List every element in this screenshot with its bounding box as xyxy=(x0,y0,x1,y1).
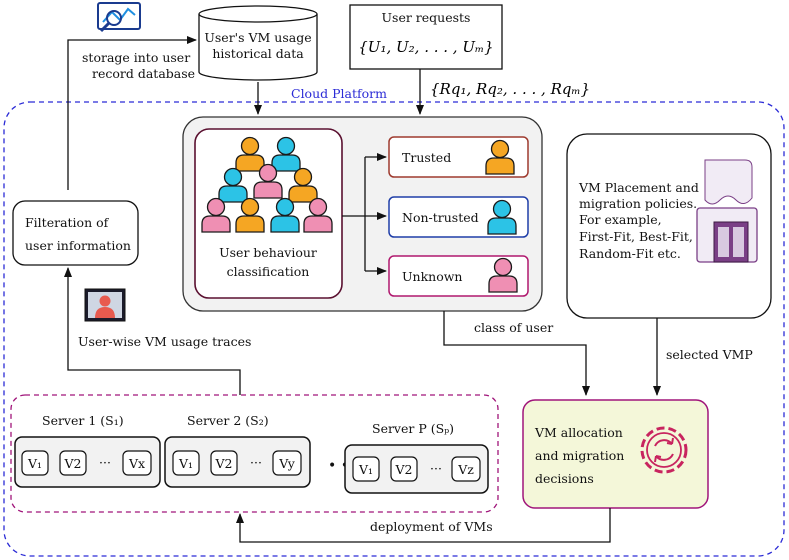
vmp-policies-line5: Random-Fit etc. xyxy=(579,246,681,261)
server-p-vm-1: V₁ xyxy=(358,462,373,477)
vm-allocation-line3: decisions xyxy=(535,471,594,486)
server-p: Server P (Sₚ) V₁ V2 ··· Vz xyxy=(344,421,489,494)
server-2-title: Server 2 (S₂) xyxy=(187,413,269,428)
cloud-platform-label: Cloud Platform xyxy=(291,86,387,101)
classification-label-line1: User behaviour xyxy=(219,245,317,260)
filteration-box xyxy=(12,200,139,266)
usage-traces-arrow xyxy=(64,267,241,395)
server-1-vm-dots: ··· xyxy=(99,455,111,470)
class-trusted-label: Trusted xyxy=(402,150,451,165)
class-non-trusted-label: Non-trusted xyxy=(402,210,479,225)
vmp-policies-line1: VM Placement and xyxy=(578,180,699,195)
usage-traces-label: User-wise VM usage traces xyxy=(78,334,251,349)
storage-arrow xyxy=(67,36,197,190)
server-2-vm-1: V₁ xyxy=(178,456,193,471)
server-group-boundary xyxy=(10,394,499,513)
server-2-vm-2: V2 xyxy=(215,456,233,471)
storage-label-line2: record database xyxy=(92,66,195,81)
server-1-vm-1: V₁ xyxy=(27,456,42,471)
historical-data-line1: User's VM usage xyxy=(204,30,311,45)
server-1: Server 1 (S₁) V₁ V2 ··· Vx xyxy=(14,413,161,488)
classification-label-line2: classification xyxy=(227,264,310,279)
request-set-label: {Rq₁, Rq₂, . . . , Rqₘ} xyxy=(430,80,590,98)
vm-allocation-line2: and migration xyxy=(535,448,624,463)
filteration-line2: user information xyxy=(25,238,131,253)
server-1-title: Server 1 (S₁) xyxy=(42,413,124,428)
server-p-title: Server P (Sₚ) xyxy=(372,421,454,436)
cloud-platform-boundary xyxy=(3,101,785,557)
class-of-user-label: class of user xyxy=(474,320,553,335)
deployment-label: deployment of VMs xyxy=(370,519,493,534)
gear-cycle-icon xyxy=(640,426,688,474)
filteration-line1: Filteration of xyxy=(25,215,110,230)
deployment-arrow xyxy=(236,508,611,543)
user-requests-title: User requests xyxy=(382,10,471,25)
server-p-vm-dots: ··· xyxy=(430,461,442,476)
class-unknown-label: Unknown xyxy=(402,269,463,284)
server-2-vm-last: Vy xyxy=(278,456,296,471)
vmp-policies-line2: migration policies. xyxy=(579,196,697,211)
server-2-vm-dots: ··· xyxy=(250,455,262,470)
selected-vmp-label: selected VMP xyxy=(666,347,753,362)
user-requests-box xyxy=(349,4,503,70)
analytics-monitor-icon xyxy=(97,2,141,33)
vmp-policies-line3: For example, xyxy=(579,212,662,227)
historical-data-database: User's VM usage historical data xyxy=(198,5,318,81)
server-1-vm-2: V2 xyxy=(64,456,82,471)
scroll-document-icon xyxy=(696,159,758,263)
vm-allocation-line1: VM allocation xyxy=(534,425,623,440)
server-2: Server 2 (S₂) V₁ V2 ··· Vy xyxy=(164,413,311,488)
storage-label-line1: storage into user xyxy=(82,50,190,65)
server-1-vm-last: Vx xyxy=(128,456,145,471)
server-p-vm-2: V2 xyxy=(395,462,413,477)
user-monitor-icon xyxy=(84,288,126,322)
vmp-policies-line4: First-Fit, Best-Fit, xyxy=(579,229,693,244)
historical-data-line2: historical data xyxy=(212,46,304,61)
class-of-user-arrow xyxy=(443,311,590,396)
server-p-vm-last: Vz xyxy=(457,462,474,477)
user-requests-set: {U₁, U₂, . . . , Uₘ} xyxy=(358,38,493,56)
